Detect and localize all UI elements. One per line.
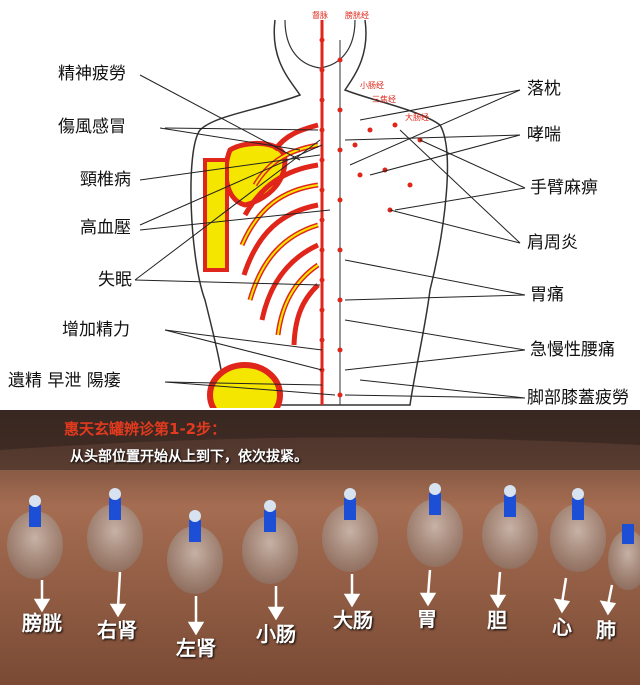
ribs-yellow — [241, 144, 319, 336]
label-asthma: 哮喘 — [527, 125, 561, 145]
left-pointer-lines — [134, 74, 336, 396]
body-outline — [190, 19, 449, 406]
label-hypertension: 高血壓 — [80, 218, 131, 238]
large-intestine-meridian-label: 大肠经 — [405, 112, 429, 122]
right-pointer-lines — [344, 89, 526, 399]
sanjiao-meridian-label: 三焦经 — [372, 94, 396, 104]
photo-subtitle: 从头部位置开始从上到下，依次拔紧。 — [70, 449, 308, 465]
small-intestine-meridian-label: 小肠经 — [360, 80, 384, 90]
label-stomach-ache: 胃痛 — [530, 285, 564, 305]
label-cold-flu: 傷風感冒 — [58, 117, 126, 137]
label-back-pain: 急慢性腰痛 — [530, 340, 615, 360]
label-insomnia: 失眠 — [98, 270, 132, 290]
head-outline — [284, 19, 356, 69]
organ-small-intestine: 小肠 — [256, 622, 296, 646]
organ-gallbladder: 胆 — [487, 608, 507, 632]
label-boost-energy: 增加精力 — [62, 320, 130, 340]
organ-bladder: 膀胱 — [22, 611, 62, 635]
organ-arrows — [33, 569, 617, 636]
acupoint-back-diagram: 督脉 膀胱经 小肠经 三焦经 大肠经 精神疲勞 傷風感冒 頸椎病 高血壓 失眠 … — [8, 10, 629, 428]
organ-left-kidney: 左肾 — [176, 636, 216, 660]
cupping-photo: 惠天玄罐辨诊第1-2步： 从头部位置开始从上到下，依次拔紧。 膀胱 右肾 左肾 … — [0, 410, 640, 685]
label-cervical-spondylosis: 頸椎病 — [80, 170, 131, 190]
organ-lung: 肺 — [596, 618, 616, 642]
bladder-meridian-label: 膀胱经 — [345, 10, 369, 20]
label-arm-numbness: 手臂麻痹 — [530, 178, 598, 198]
photo-title: 惠天玄罐辨诊第1-2步： — [64, 420, 227, 438]
label-mental-fatigue: 精神疲勞 — [58, 64, 126, 84]
label-knee-fatigue: 脚部膝蓋疲勞 — [527, 388, 629, 408]
label-reproductive-issues: 遺精 早泄 陽痿 — [8, 371, 121, 391]
back-illustration: 督脉 膀胱经 小肠经 三焦经 大肠经 — [134, 10, 526, 428]
organ-stomach: 胃 — [417, 607, 437, 631]
humerus — [203, 158, 229, 272]
organ-right-kidney: 右肾 — [97, 618, 137, 642]
label-frozen-shoulder: 肩周炎 — [527, 233, 578, 253]
acupoints — [319, 37, 423, 398]
cups — [7, 483, 640, 594]
label-stiff-neck: 落枕 — [527, 79, 561, 99]
organ-heart: 心 — [552, 615, 572, 639]
du-meridian-label: 督脉 — [312, 10, 328, 20]
cupping-photo-background — [0, 410, 640, 685]
organ-large-intestine: 大肠 — [333, 608, 373, 632]
